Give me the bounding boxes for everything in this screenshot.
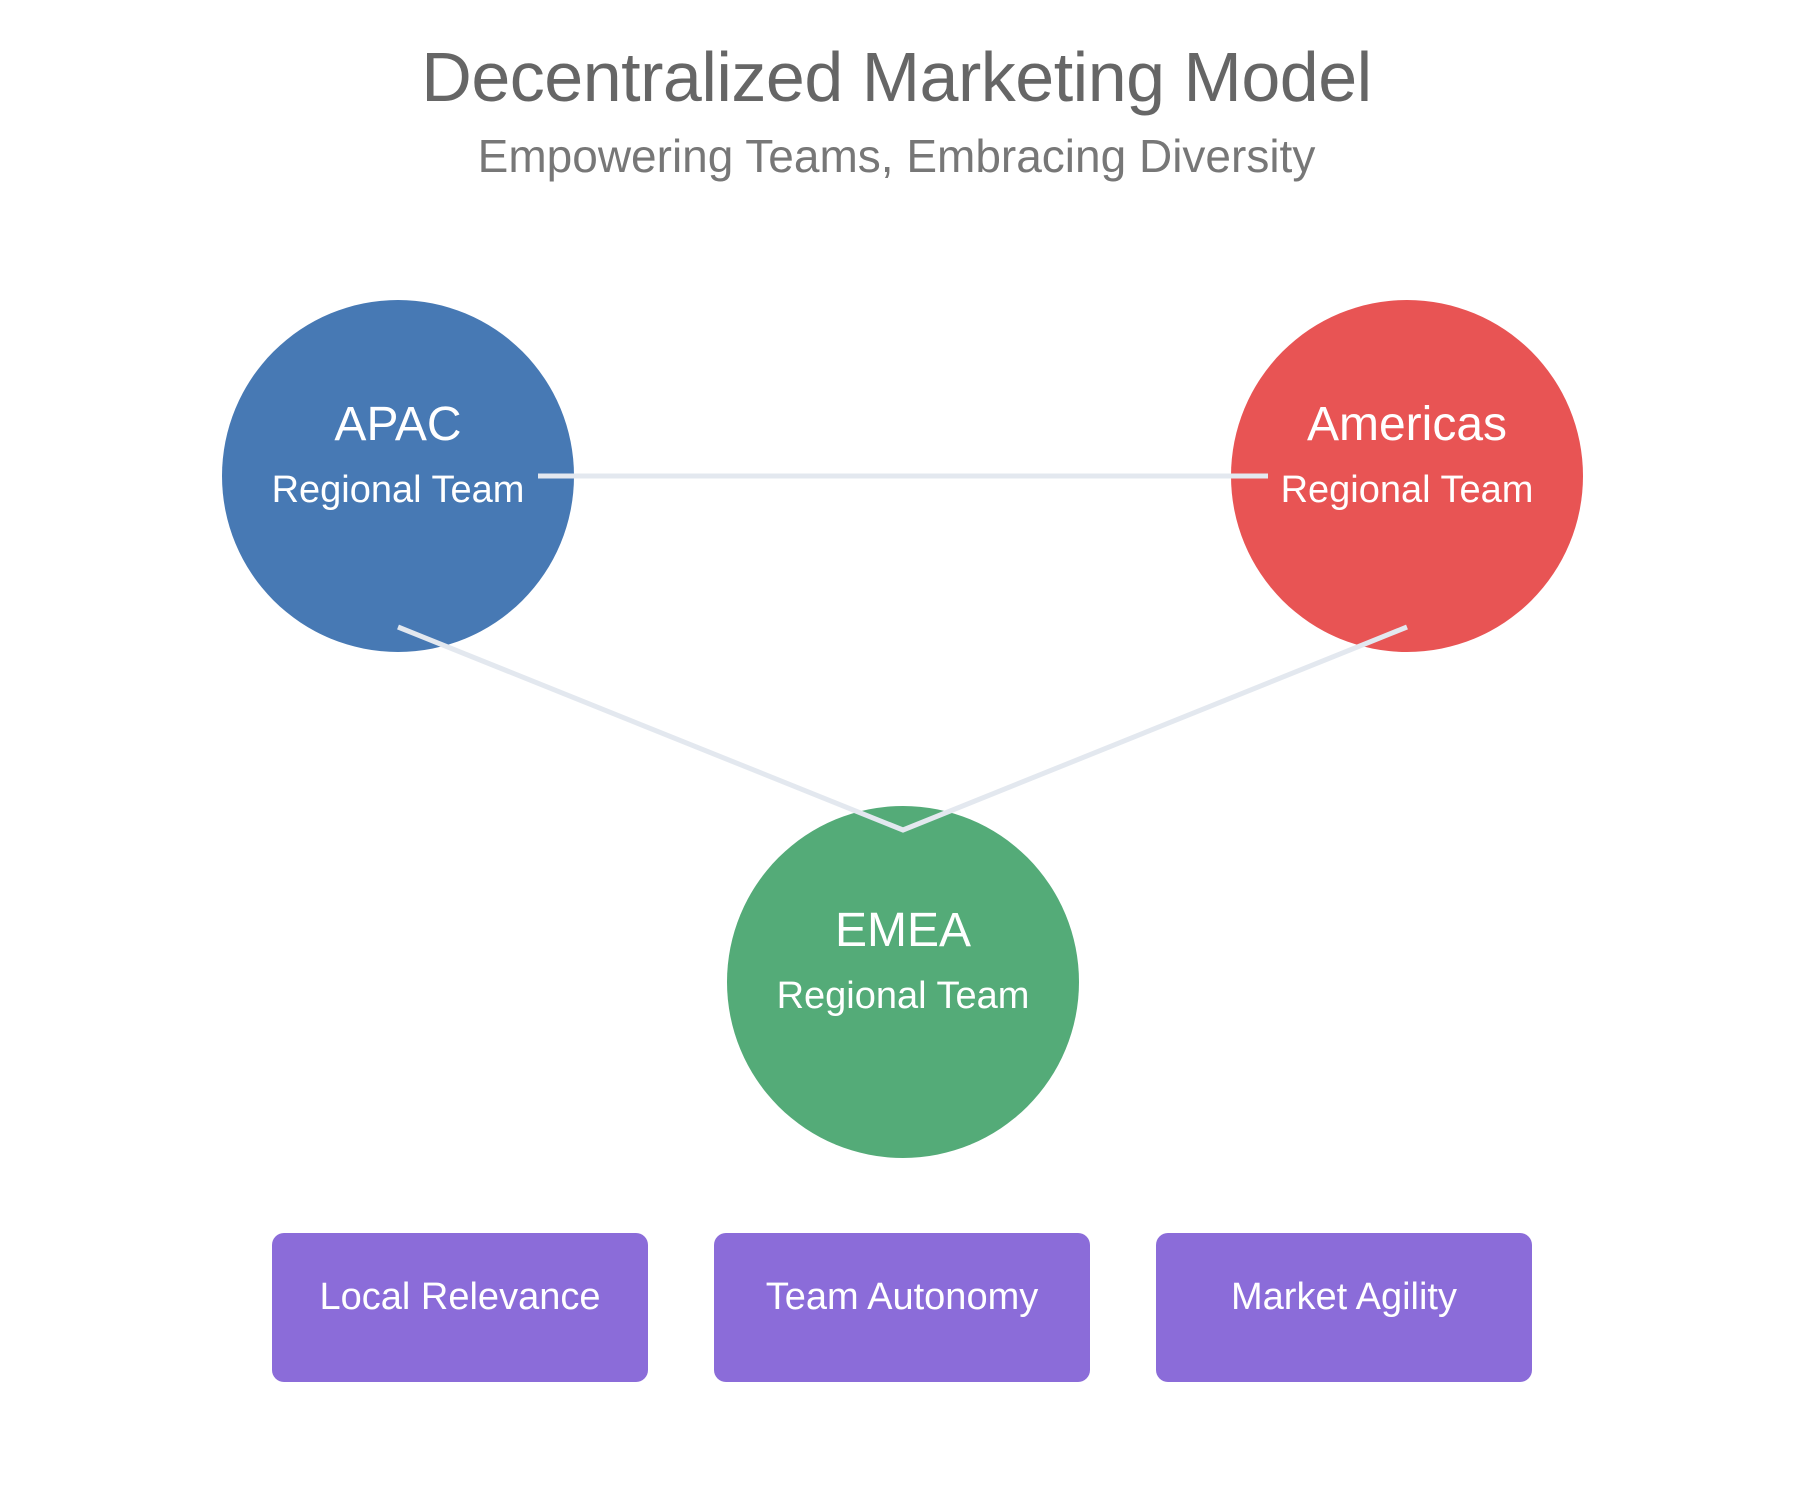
node-apac-label: Regional Team	[272, 469, 525, 511]
node-apac-circle	[222, 300, 574, 652]
node-americas-label: Regional Team	[1281, 469, 1534, 511]
node-emea-label: Regional Team	[777, 975, 1030, 1017]
node-emea-circle	[727, 806, 1079, 1158]
connector-apac-emea-americas	[397, 624, 1408, 833]
benefit-local-relevance: Local Relevance	[272, 1233, 648, 1382]
node-americas-name: Americas	[1307, 398, 1507, 451]
node-emea-name: EMEA	[835, 904, 971, 957]
benefit-team-autonomy: Team Autonomy	[714, 1233, 1090, 1382]
node-americas-circle	[1231, 300, 1583, 652]
page-title: Decentralized Marketing Model	[421, 38, 1372, 116]
node-apac-name: APAC	[334, 398, 461, 451]
page-subtitle: Empowering Teams, Embracing Diversity	[477, 130, 1316, 182]
benefit-market-agility: Market Agility	[1156, 1233, 1532, 1382]
